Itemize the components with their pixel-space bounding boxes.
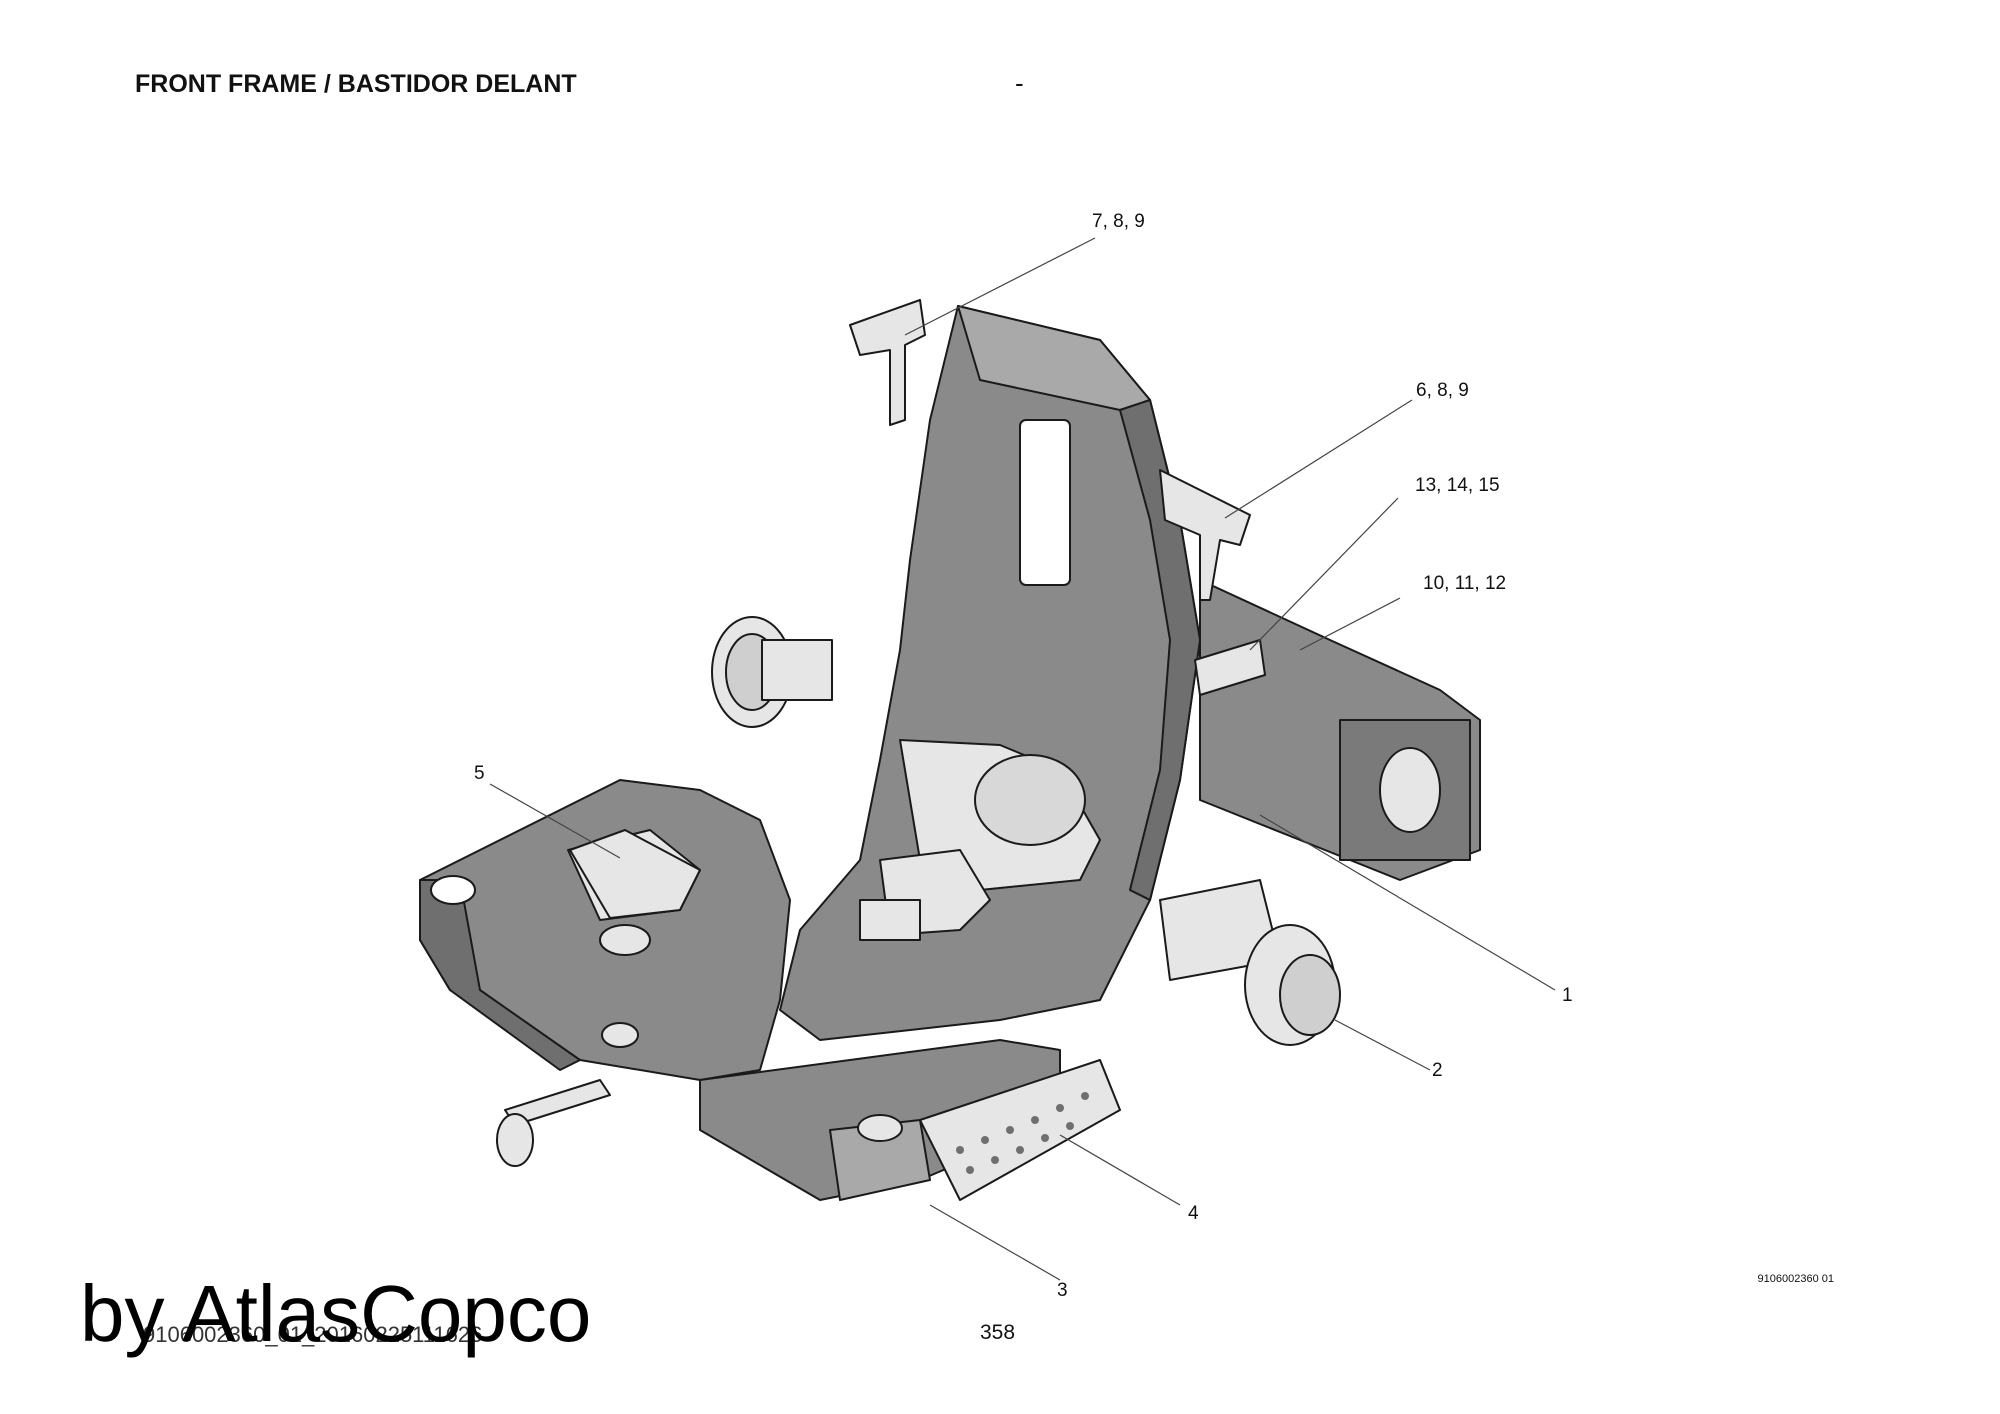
callout-4: 4 xyxy=(1188,1203,1199,1224)
step-plate xyxy=(919,1059,1121,1201)
page-title: FRONT FRAME / BASTIDOR DELANT xyxy=(135,70,577,98)
leader-3 xyxy=(929,1204,1061,1281)
leader-131415 xyxy=(1249,497,1399,651)
leader-1 xyxy=(1259,814,1556,991)
leader-101112 xyxy=(1299,597,1401,651)
callout-7-8-9: 7, 8, 9 xyxy=(1092,211,1145,232)
callout-3: 3 xyxy=(1057,1280,1068,1301)
plate-5 xyxy=(569,829,701,919)
drive-shaft xyxy=(496,1079,611,1167)
callout-2: 2 xyxy=(1432,1060,1443,1081)
leader-789 xyxy=(904,237,1096,336)
callout-1: 1 xyxy=(1562,985,1573,1006)
callout-5: 5 xyxy=(474,763,485,784)
leader-689 xyxy=(1224,399,1413,519)
drawing-id: 9106002360 01 xyxy=(1757,1273,1834,1285)
document-id: 9106002360_01_20160225111626 xyxy=(143,1322,483,1347)
left-wheel-hub xyxy=(711,616,833,728)
leader-4 xyxy=(1059,1134,1181,1206)
front-axle xyxy=(1159,879,1341,1046)
watermark: by AtlasCopco xyxy=(80,1269,592,1358)
leader-5 xyxy=(489,783,621,859)
title-separator: - xyxy=(1015,68,1024,98)
bracket-6-8-9 xyxy=(1159,469,1251,601)
bracket-13-14-15 xyxy=(1194,639,1266,696)
gearbox xyxy=(859,739,1101,941)
callout-10-11-12: 10, 11, 12 xyxy=(1423,573,1507,594)
callout-13-14-15: 13, 14, 15 xyxy=(1415,475,1500,496)
leader-2 xyxy=(1334,1019,1431,1071)
page-number: 358 xyxy=(980,1321,1016,1344)
bracket-7-8-9 xyxy=(849,299,926,426)
callout-6-8-9: 6, 8, 9 xyxy=(1416,380,1469,401)
